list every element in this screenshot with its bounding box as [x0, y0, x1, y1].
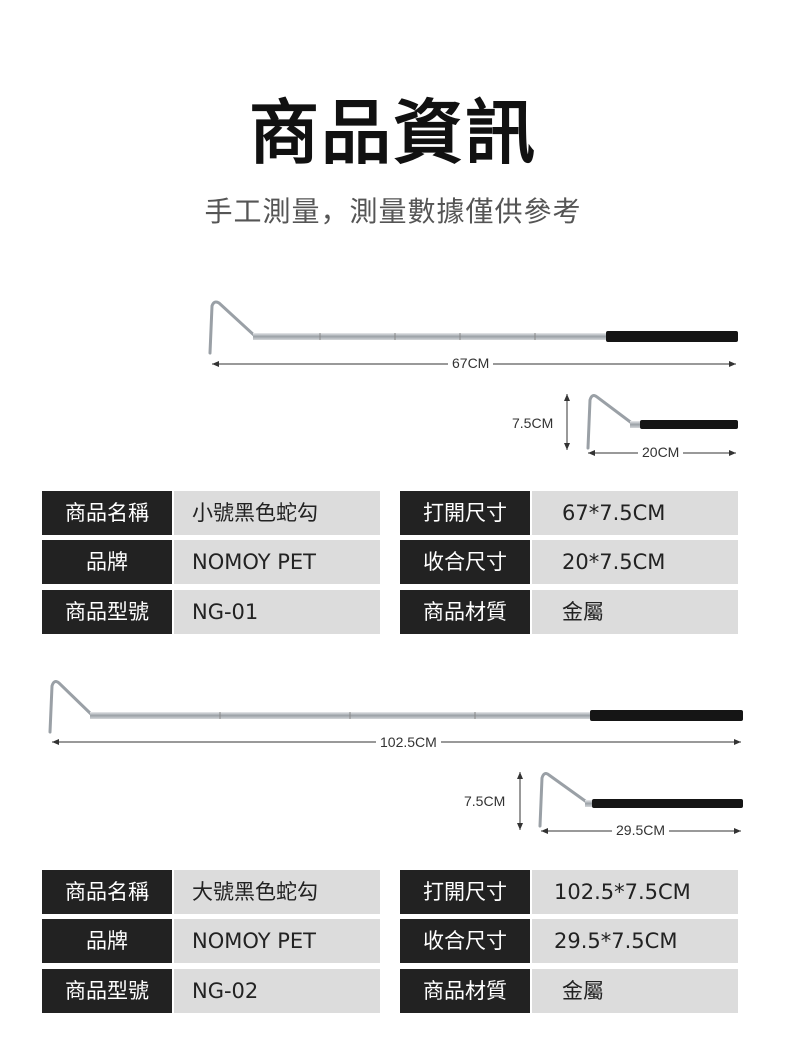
spec-row: 商品型號 NG-02 商品材質 金屬: [0, 969, 786, 1013]
spec-label: 收合尺寸: [400, 919, 530, 963]
spec-value: NOMOY PET: [174, 919, 380, 963]
product2-height-label: 7.5CM: [460, 793, 510, 809]
spec-label: 商品型號: [42, 590, 172, 634]
spec-label: 打開尺寸: [400, 491, 530, 535]
product1-closed-length-label: 20CM: [638, 444, 684, 460]
spec-value: 29.5*7.5CM: [532, 919, 738, 963]
spec-value: 大號黑色蛇勾: [174, 870, 380, 914]
product2-extended-hook: [48, 680, 743, 745]
spec-value: 67*7.5CM: [532, 491, 738, 535]
spec-value: NG-01: [174, 590, 380, 634]
spec-row: 品牌 NOMOY PET 收合尺寸 20*7.5CM: [0, 540, 786, 584]
spec-label: 商品名稱: [42, 491, 172, 535]
spec-value: 金屬: [532, 969, 738, 1013]
product2-open-length-label: 102.5CM: [376, 734, 441, 750]
spec-value: NOMOY PET: [174, 540, 380, 584]
product1-open-length-label: 67CM: [448, 355, 494, 371]
spec-row: 商品型號 NG-01 商品材質 金屬: [0, 590, 786, 634]
spec-label: 收合尺寸: [400, 540, 530, 584]
spec-value: NG-02: [174, 969, 380, 1013]
spec-value: 金屬: [532, 590, 738, 634]
spec-label: 商品名稱: [42, 870, 172, 914]
page-subtitle: 手工測量，測量數據僅供參考: [204, 195, 582, 228]
spec-label: 商品材質: [400, 969, 530, 1013]
page-title: 商品資訊: [249, 92, 537, 174]
spec-label: 打開尺寸: [400, 870, 530, 914]
spec-label: 商品材質: [400, 590, 530, 634]
spec-value: 102.5*7.5CM: [532, 870, 738, 914]
spec-label: 商品型號: [42, 969, 172, 1013]
spec-row: 商品名稱 大號黑色蛇勾 打開尺寸 102.5*7.5CM: [0, 870, 786, 914]
product1-folded-hook: [564, 394, 738, 456]
product1-height-label: 7.5CM: [508, 415, 558, 431]
spec-row: 品牌 NOMOY PET 收合尺寸 29.5*7.5CM: [0, 919, 786, 963]
spec-value: 小號黑色蛇勾: [174, 491, 380, 535]
spec-label: 品牌: [42, 919, 172, 963]
product2-closed-length-label: 29.5CM: [612, 822, 670, 838]
spec-value: 20*7.5CM: [532, 540, 738, 584]
spec-row: 商品名稱 小號黑色蛇勾 打開尺寸 67*7.5CM: [0, 491, 786, 535]
spec-label: 品牌: [42, 540, 172, 584]
